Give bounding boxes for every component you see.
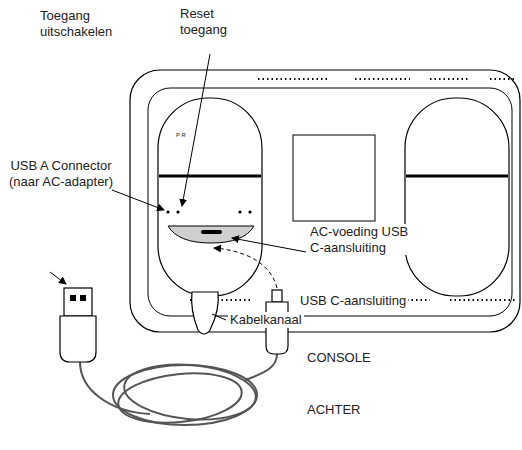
- usb-a-contact: [70, 295, 76, 301]
- marking-text: P R: [174, 132, 188, 139]
- usb-c-port-housing: [168, 226, 254, 243]
- part-label: USB C-aansluiting: [298, 293, 408, 309]
- usb-a-plug-head: [64, 288, 92, 316]
- part-label: AC-voeding USB C-aansluiting: [308, 224, 424, 255]
- cable-coil: [122, 359, 258, 424]
- leader-line: [112, 190, 164, 210]
- center-panel: [293, 135, 375, 221]
- top-dotted-rim: [258, 78, 515, 80]
- right-bay: [405, 98, 509, 296]
- left-bay: [158, 98, 262, 296]
- leader-line: [182, 54, 210, 206]
- console-outer-outline: [130, 70, 520, 332]
- left-bay-band: [159, 175, 261, 178]
- cable-coil: [116, 368, 244, 429]
- cable-channel: [192, 292, 219, 334]
- leader-line: [232, 238, 306, 252]
- pinhole: [166, 210, 169, 213]
- view-label: ACHTER: [305, 402, 362, 418]
- leader-line: [212, 314, 226, 320]
- part-label: Toegang uitschakelen: [38, 8, 122, 39]
- part-label: Reset toegang: [178, 6, 244, 37]
- part-label: Kabelkanaal: [228, 312, 304, 328]
- usb-a-contact: [80, 295, 86, 301]
- right-bay-band: [406, 175, 508, 178]
- plug-pointer: [50, 272, 66, 284]
- dashed-route-arrow: [214, 248, 277, 288]
- usb-c-port-slot: [201, 230, 222, 234]
- pinhole: [238, 210, 241, 213]
- usb-c-plug-body: [266, 302, 288, 354]
- view-label: CONSOLE: [305, 350, 373, 366]
- console-inner-outline: [148, 88, 512, 316]
- pinhole: [248, 210, 251, 213]
- usb-c-plug-head: [272, 290, 282, 302]
- part-label: USB A Connector (naar AC-adapter): [2, 158, 120, 189]
- cable: [245, 354, 277, 380]
- pinhole: [176, 210, 179, 213]
- usb-a-plug-body: [60, 316, 96, 362]
